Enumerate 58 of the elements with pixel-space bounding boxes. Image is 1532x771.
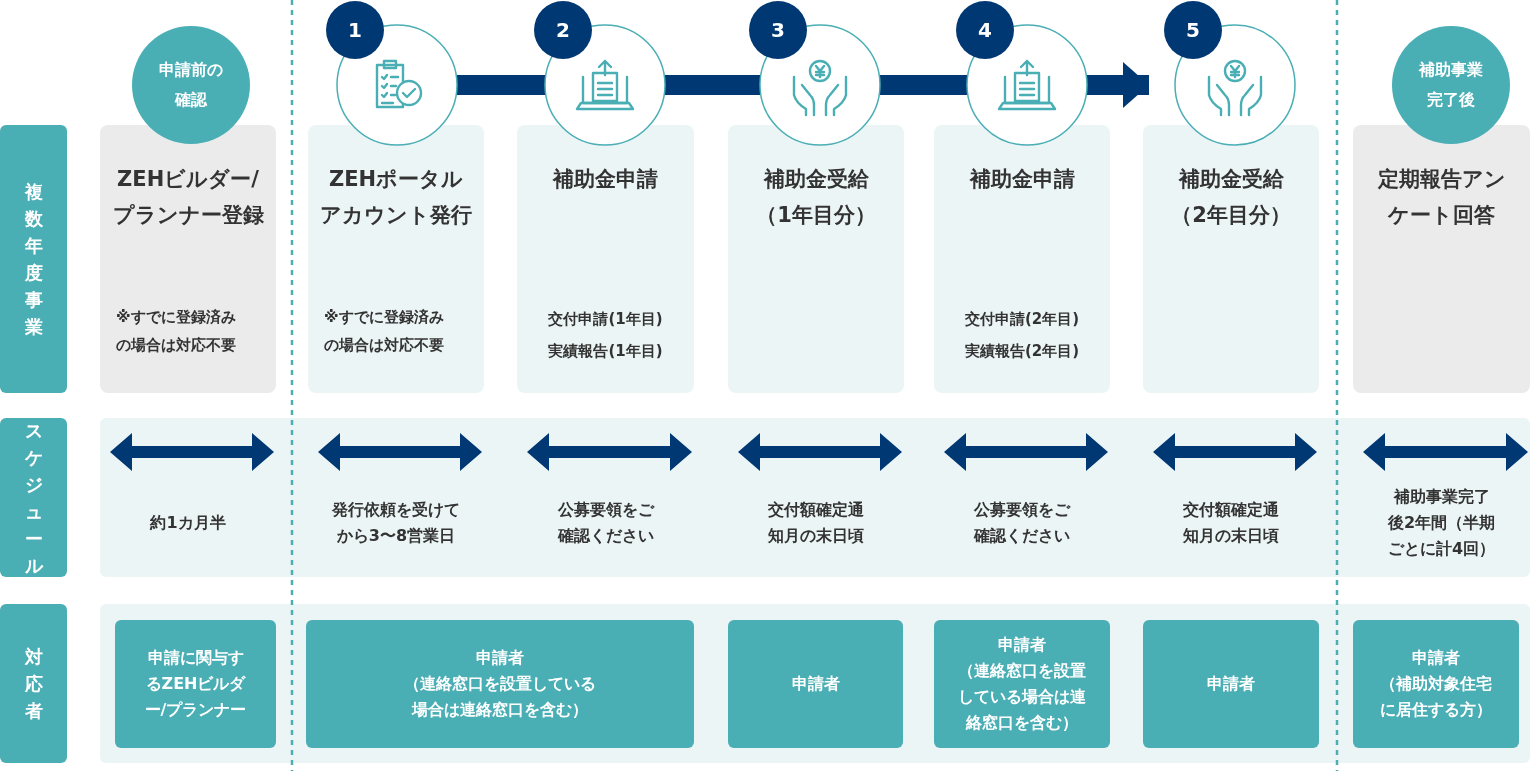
note-text: ※すでに登録済みの場合は対応不要 xyxy=(115,307,237,356)
step-number-badge: 3 xyxy=(749,1,807,59)
step-box xyxy=(1353,125,1530,393)
schedule-text: 発行依頼を受けてから3〜8営業日 xyxy=(331,499,461,547)
step-box xyxy=(934,125,1110,393)
row-header: スケジュール xyxy=(0,418,67,577)
step-title: 定期報告アンケート回答 xyxy=(1376,166,1507,229)
phase-circle: 補助事業完了後 xyxy=(1392,26,1510,144)
step-number-badge: 2 xyxy=(534,1,592,59)
note-text: 交付申請(1年目) xyxy=(548,309,663,330)
schedule-text: 交付額確定通知月の末日頃 xyxy=(767,499,865,547)
step-title: 補助金受給（1年目分） xyxy=(755,166,877,229)
connector-arrow xyxy=(1087,62,1149,108)
schedule-text: 約1カ月半 xyxy=(150,512,226,534)
schedule-text: 交付額確定通知月の末日頃 xyxy=(1182,499,1280,547)
step-box xyxy=(100,125,276,393)
box-text: 申請者 xyxy=(1207,673,1255,695)
responsible-party-box xyxy=(1143,620,1319,748)
box-text: （補助対象住宅に居住する方） xyxy=(1379,673,1493,721)
step-box xyxy=(517,125,694,393)
note-text: ※すでに登録済みの場合は対応不要 xyxy=(323,307,445,356)
row-header: 対応者 xyxy=(0,604,67,763)
step-title: ZEHビルダー/プランナー登録 xyxy=(111,166,265,229)
note-text: 実績報告(1年目) xyxy=(548,341,663,362)
step-title: 補助金申請 xyxy=(551,166,659,193)
row-header: 複数年度事業 xyxy=(0,125,67,393)
step-circle xyxy=(956,1,1089,147)
step-title: 補助金受給（2年目分） xyxy=(1170,166,1292,229)
phase-circle: 申請前の確認 xyxy=(132,26,250,144)
step-circle xyxy=(534,1,667,147)
step-circle xyxy=(1164,1,1297,147)
box-text: 申請者 xyxy=(791,673,840,695)
box-text: （連絡窓口を設置している場合は連絡窓口を含む） xyxy=(403,673,597,721)
box-text: 申請者 xyxy=(998,634,1046,656)
responsible-party-box xyxy=(728,620,903,748)
step-number-badge: 5 xyxy=(1164,1,1222,59)
schedule-text: 公募要領をご確認ください xyxy=(556,499,656,547)
note-text: 交付申請(2年目) xyxy=(964,309,1080,330)
step-box xyxy=(1143,125,1319,393)
step-circle xyxy=(326,1,459,147)
step-box xyxy=(728,125,904,393)
schedule-text: 公募要領をご確認ください xyxy=(973,499,1072,547)
step-box xyxy=(308,125,484,393)
schedule-text: 補助事業完了後2年間（半期ごとに計4回） xyxy=(1386,486,1497,560)
step-number-badge: 1 xyxy=(326,1,384,59)
step-number-badge: 4 xyxy=(956,1,1014,59)
step-title: 補助金申請 xyxy=(968,166,1076,193)
step-circle xyxy=(749,1,882,147)
responsible-party-box xyxy=(306,620,694,748)
box-text: 申請者 xyxy=(1412,647,1460,669)
responsible-party-box xyxy=(115,620,276,748)
responsible-party-box xyxy=(1353,620,1519,748)
box-text: （連絡窓口を設置している場合は連絡窓口を含む） xyxy=(957,660,1087,734)
note-text: 実績報告(2年目) xyxy=(964,341,1080,362)
box-text: 申請者 xyxy=(476,647,524,669)
step-title: ZEHポータルアカウント発行 xyxy=(319,166,473,229)
responsible-party-box xyxy=(934,620,1110,748)
box-text: 申請に関与するZEHビルダー/プランナー xyxy=(143,647,248,721)
